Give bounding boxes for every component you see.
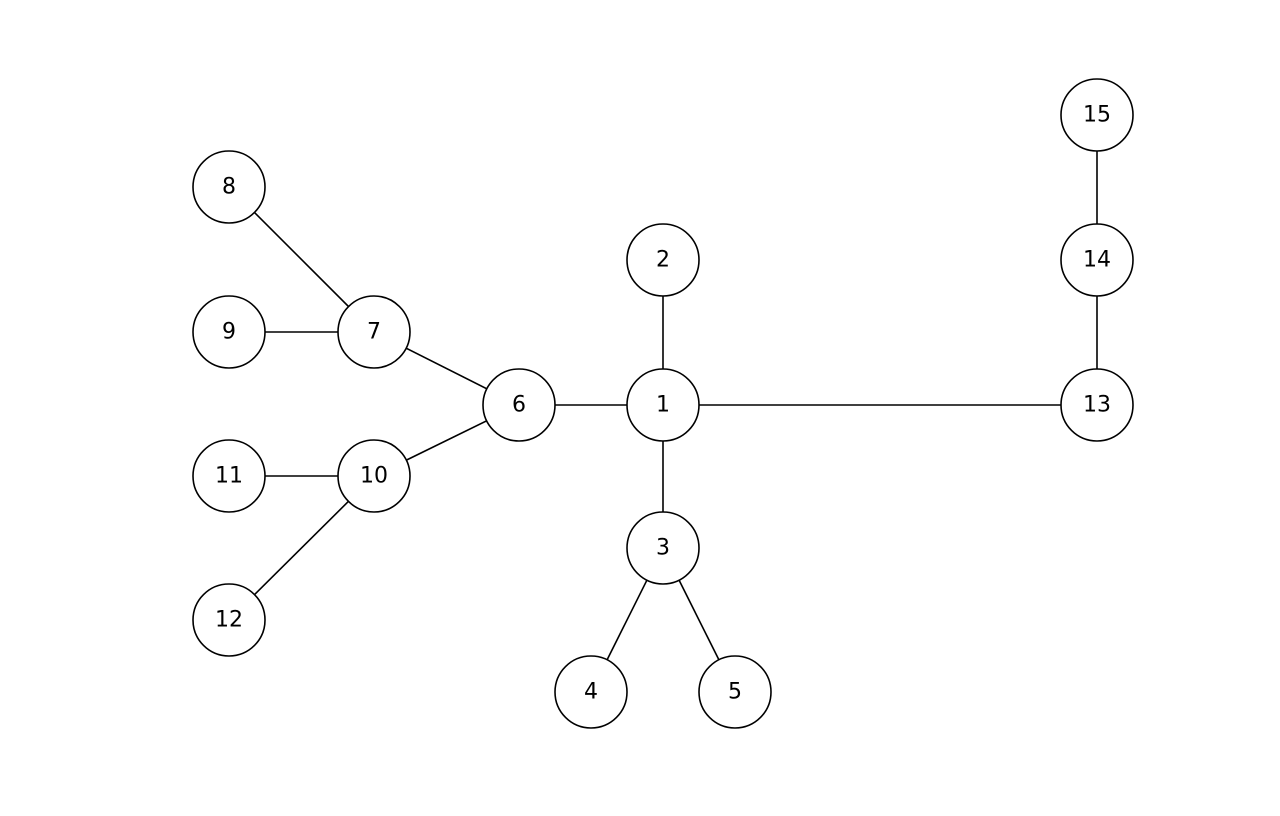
node-11: 11	[192, 439, 266, 513]
node-circle	[626, 368, 700, 442]
node-10: 10	[337, 439, 411, 513]
node-4: 4	[554, 655, 628, 729]
node-15: 15	[1060, 78, 1134, 152]
node-label: 12	[215, 608, 243, 633]
node-8: 8	[192, 150, 266, 224]
node-label: 6	[512, 393, 526, 418]
node-5: 5	[698, 655, 772, 729]
node-label: 11	[215, 464, 243, 489]
node-circle	[626, 511, 700, 585]
node-label: 10	[360, 464, 388, 489]
node-circle	[1060, 223, 1134, 297]
node-label: 8	[222, 175, 236, 200]
node-circle	[337, 439, 411, 513]
node-6: 6	[482, 368, 556, 442]
node-circle	[192, 295, 266, 369]
node-label: 13	[1083, 393, 1111, 418]
node-14: 14	[1060, 223, 1134, 297]
node-label: 2	[656, 248, 670, 273]
node-2: 2	[626, 223, 700, 297]
node-circle	[192, 439, 266, 513]
node-label: 9	[222, 320, 236, 345]
node-circle	[482, 368, 556, 442]
node-label: 5	[728, 680, 742, 705]
node-label: 14	[1083, 248, 1111, 273]
node-label: 4	[584, 680, 598, 705]
node-12: 12	[192, 583, 266, 657]
node-circle	[1060, 78, 1134, 152]
node-3: 3	[626, 511, 700, 585]
node-circle	[192, 583, 266, 657]
node-7: 7	[337, 295, 411, 369]
node-circle	[192, 150, 266, 224]
node-9: 9	[192, 295, 266, 369]
node-label: 3	[656, 536, 670, 561]
node-label: 15	[1083, 103, 1111, 128]
node-circle	[337, 295, 411, 369]
node-1: 1	[626, 368, 700, 442]
node-circle	[1060, 368, 1134, 442]
node-circle	[554, 655, 628, 729]
node-label: 1	[656, 393, 670, 418]
node-label: 7	[367, 320, 381, 345]
node-13: 13	[1060, 368, 1134, 442]
node-circle	[698, 655, 772, 729]
node-circle	[626, 223, 700, 297]
